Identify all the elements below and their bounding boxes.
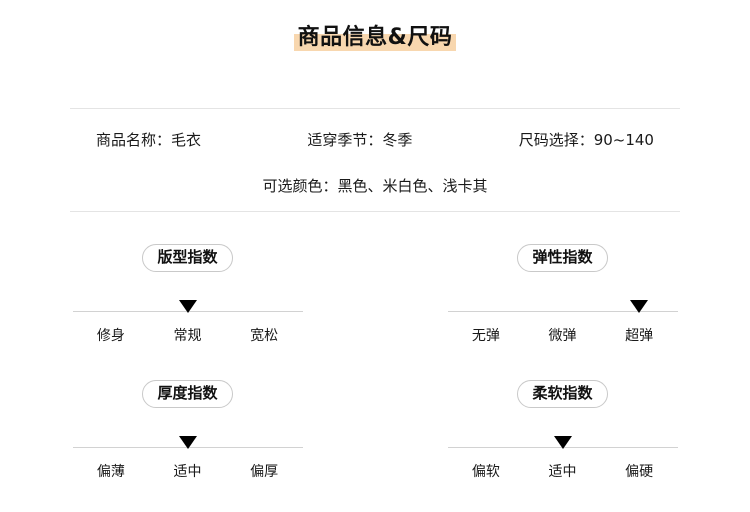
scale-labels: 修身 常规 宽松	[73, 326, 303, 346]
scale-label-0: 无弹	[471, 328, 500, 344]
scale-marker-triangle-icon	[553, 436, 572, 449]
scale-label-1: 常规	[173, 328, 202, 344]
info-row-colors: 可选颜色：黑色、米白色、浅卡其	[70, 175, 680, 197]
scale-label-1: 适中	[173, 464, 202, 480]
divider-bottom	[70, 211, 680, 212]
index-scale-elasticity[interactable]: 无弹 微弹 超弹	[447, 294, 678, 344]
scale-label-0: 偏薄	[96, 464, 125, 480]
page-title-container: 商品信息&尺码	[0, 24, 750, 52]
index-scale-thickness[interactable]: 偏薄 适中 偏厚	[72, 430, 303, 480]
scale-label-0: 偏软	[471, 464, 500, 480]
scale-label-1: 微弹	[548, 328, 577, 344]
index-scale-softness[interactable]: 偏软 适中 偏硬	[447, 430, 678, 480]
index-pill-container-thickness: 厚度指数	[0, 376, 375, 408]
index-block-elasticity: 弹性指数 无弹 微弹 超弹	[375, 240, 750, 376]
info-product-name: 商品名称：毛衣	[96, 131, 202, 149]
info-season: 适穿季节：冬季	[307, 131, 413, 149]
info-row-primary: 商品名称：毛衣 适穿季节：冬季 尺码选择：90~140	[70, 129, 680, 151]
index-pill-container-softness: 柔软指数	[375, 376, 750, 408]
scale-labels: 偏软 适中 偏硬	[448, 462, 678, 482]
scale-marker-triangle-icon	[630, 300, 649, 313]
index-pill-container-fit: 版型指数	[0, 240, 375, 272]
index-label-elasticity: 弹性指数	[517, 244, 608, 272]
index-scale-fit[interactable]: 修身 常规 宽松	[72, 294, 303, 344]
index-grid: 版型指数 修身 常规 宽松 弹性指数 无弹	[0, 240, 750, 512]
scale-label-2: 超弹	[625, 328, 654, 344]
scale-labels: 偏薄 适中 偏厚	[73, 462, 303, 482]
scale-line	[447, 311, 678, 312]
divider-top	[70, 108, 680, 109]
info-available-colors: 可选颜色：黑色、米白色、浅卡其	[262, 177, 488, 195]
index-block-thickness: 厚度指数 偏薄 适中 偏厚	[0, 376, 375, 512]
scale-marker-triangle-icon	[178, 300, 197, 313]
scale-label-2: 宽松	[250, 328, 279, 344]
scale-label-2: 偏厚	[250, 464, 279, 480]
page-title: 商品信息&尺码	[293, 24, 457, 52]
scale-label-2: 偏硬	[625, 464, 654, 480]
title-highlight-band	[293, 34, 457, 51]
index-pill-container-elasticity: 弹性指数	[375, 240, 750, 272]
scale-labels: 无弹 微弹 超弹	[448, 326, 678, 346]
scale-label-1: 适中	[548, 464, 577, 480]
scale-marker-triangle-icon	[178, 436, 197, 449]
info-size-range: 尺码选择：90~140	[518, 131, 654, 149]
page-title-text: 商品信息&尺码	[297, 25, 453, 50]
index-block-softness: 柔软指数 偏软 适中 偏硬	[375, 376, 750, 512]
index-label-fit: 版型指数	[142, 244, 233, 272]
index-label-softness: 柔软指数	[517, 380, 608, 408]
index-block-fit: 版型指数 修身 常规 宽松	[0, 240, 375, 376]
scale-label-0: 修身	[96, 328, 125, 344]
index-label-thickness: 厚度指数	[142, 380, 233, 408]
